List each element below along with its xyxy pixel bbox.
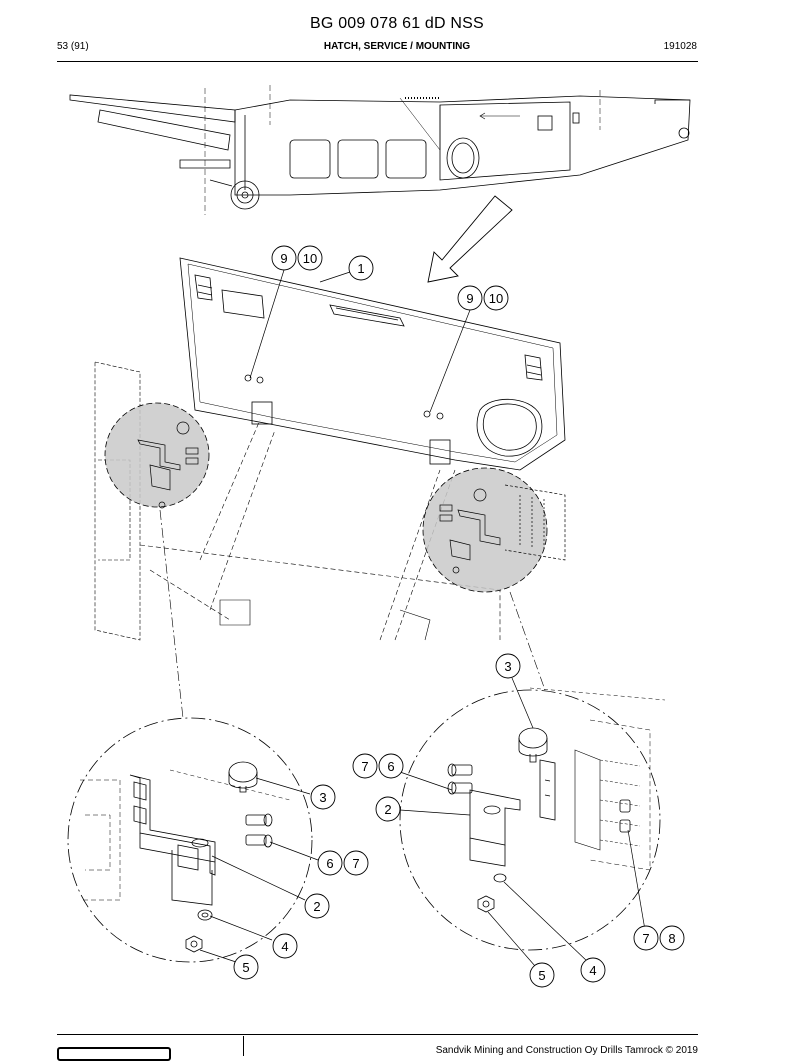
header-rule <box>57 61 698 62</box>
callout-6: 6 <box>378 753 404 779</box>
svg-text:5: 5 <box>538 968 545 983</box>
svg-text:3: 3 <box>504 659 511 674</box>
svg-text:2: 2 <box>384 802 391 817</box>
svg-text:7: 7 <box>361 759 368 774</box>
svg-text:1: 1 <box>357 261 364 276</box>
company-logo <box>57 1047 171 1061</box>
document-title: BG 009 078 61 dD NSS <box>310 15 484 32</box>
svg-text:3: 3 <box>319 790 326 805</box>
svg-text:7: 7 <box>642 931 649 946</box>
callout-7: 7 <box>343 850 369 876</box>
page-number: 53 (91) <box>57 41 89 52</box>
footer-rule <box>57 1034 698 1035</box>
callout-8: 8 <box>659 925 685 951</box>
svg-text:6: 6 <box>387 759 394 774</box>
callout-3: 3 <box>495 653 521 679</box>
callout-3: 3 <box>310 784 336 810</box>
callout-9: 9 <box>271 245 297 271</box>
direction-arrow <box>427 195 513 283</box>
callout-4: 4 <box>580 957 606 983</box>
svg-text:4: 4 <box>281 939 288 954</box>
footer-divider <box>243 1036 244 1056</box>
section-title: HATCH, SERVICE / MOUNTING <box>323 41 471 52</box>
callout-7: 7 <box>633 925 659 951</box>
exploded-assembly-drawing: 9 10 1 9 10 3 7 6 <box>67 85 691 988</box>
svg-text:4: 4 <box>589 963 596 978</box>
svg-text:9: 9 <box>280 251 287 266</box>
callout-7: 7 <box>352 753 378 779</box>
callout-1: 1 <box>348 255 374 281</box>
svg-text:10: 10 <box>489 291 503 306</box>
callout-5: 5 <box>233 954 259 980</box>
svg-text:10: 10 <box>303 251 317 266</box>
svg-text:9: 9 <box>466 291 473 306</box>
callout-9: 9 <box>457 285 483 311</box>
svg-text:8: 8 <box>668 931 675 946</box>
callout-2: 2 <box>375 796 401 822</box>
callout-10: 10 <box>483 285 509 311</box>
callout-5: 5 <box>529 962 555 988</box>
document-date: 191028 <box>663 41 697 52</box>
detail-highlight-left <box>104 402 210 508</box>
detail-view-left <box>67 717 319 963</box>
machine-overview-view <box>69 85 691 215</box>
callout-4: 4 <box>272 933 298 959</box>
callout-10: 10 <box>297 245 323 271</box>
detail-view-right <box>399 677 666 967</box>
svg-text:5: 5 <box>242 960 249 975</box>
svg-text:7: 7 <box>352 856 359 871</box>
callout-2: 2 <box>304 893 330 919</box>
svg-text:2: 2 <box>313 899 320 914</box>
callout-6: 6 <box>317 850 343 876</box>
footer-copyright: Sandvik Mining and Construction Oy Drill… <box>435 1045 698 1056</box>
svg-text:6: 6 <box>326 856 333 871</box>
